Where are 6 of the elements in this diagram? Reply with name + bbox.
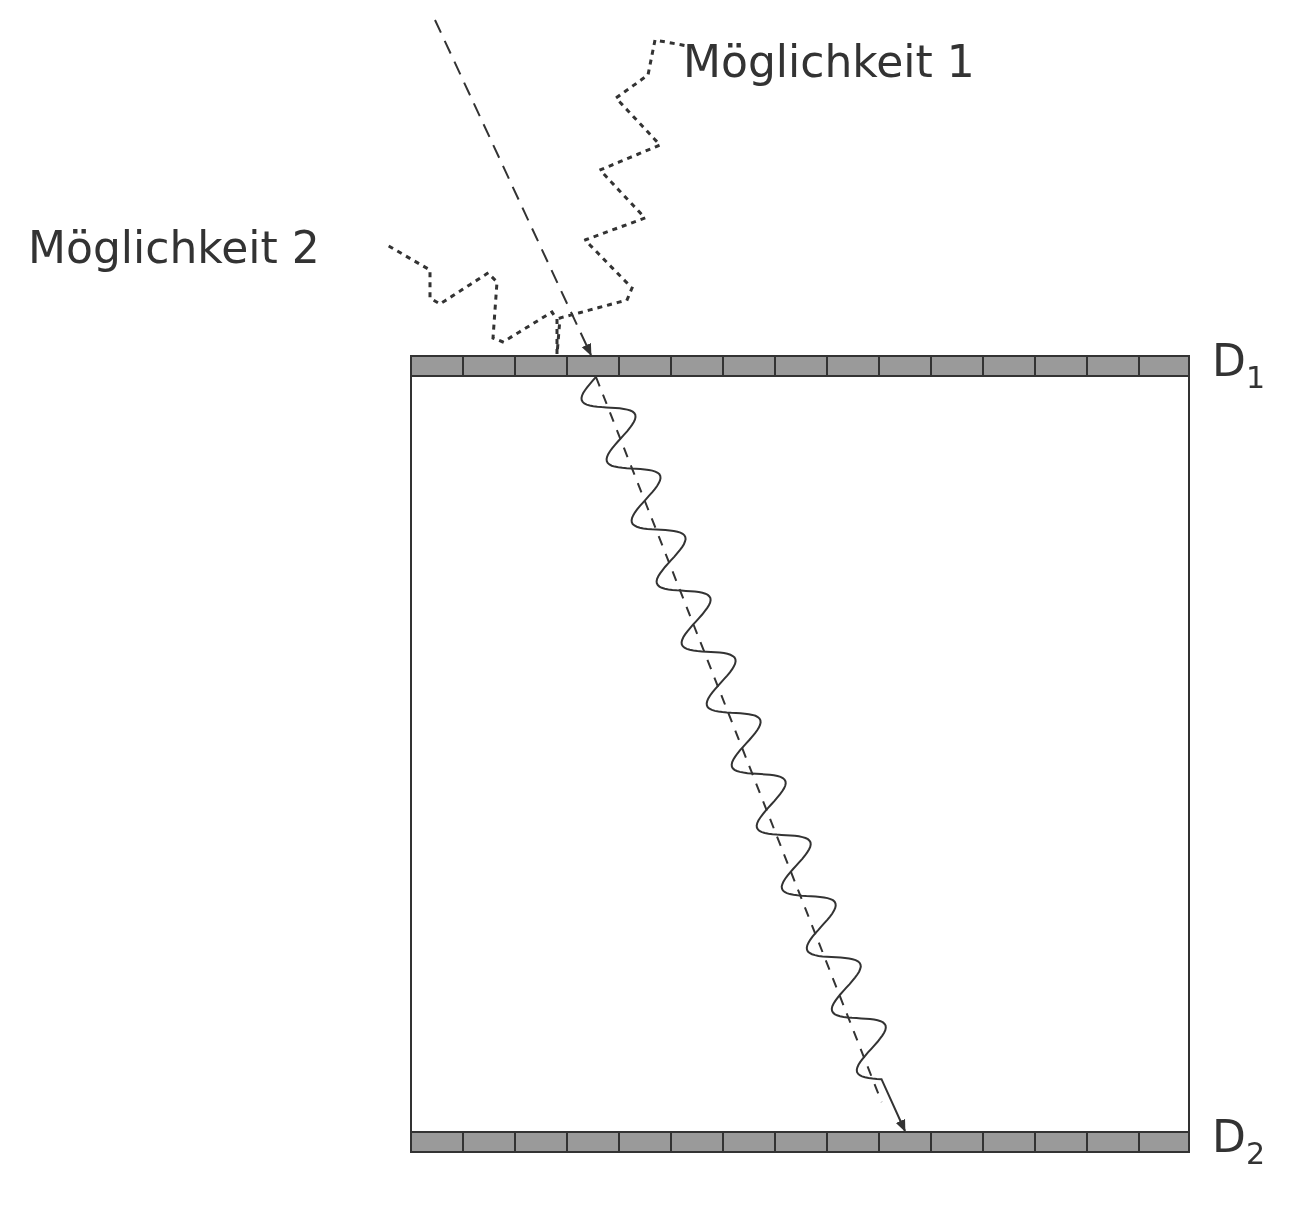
dotted-zigzag-line bbox=[388, 245, 559, 357]
detector-label: D$_{2}$ bbox=[1212, 1115, 1265, 1169]
dashed-arrow bbox=[434, 19, 592, 356]
option-label: Möglichkeit 2 bbox=[28, 226, 390, 278]
detector-label: D$_{1}$ bbox=[1212, 339, 1265, 393]
option-label: Möglichkeit 1 bbox=[683, 40, 1028, 92]
